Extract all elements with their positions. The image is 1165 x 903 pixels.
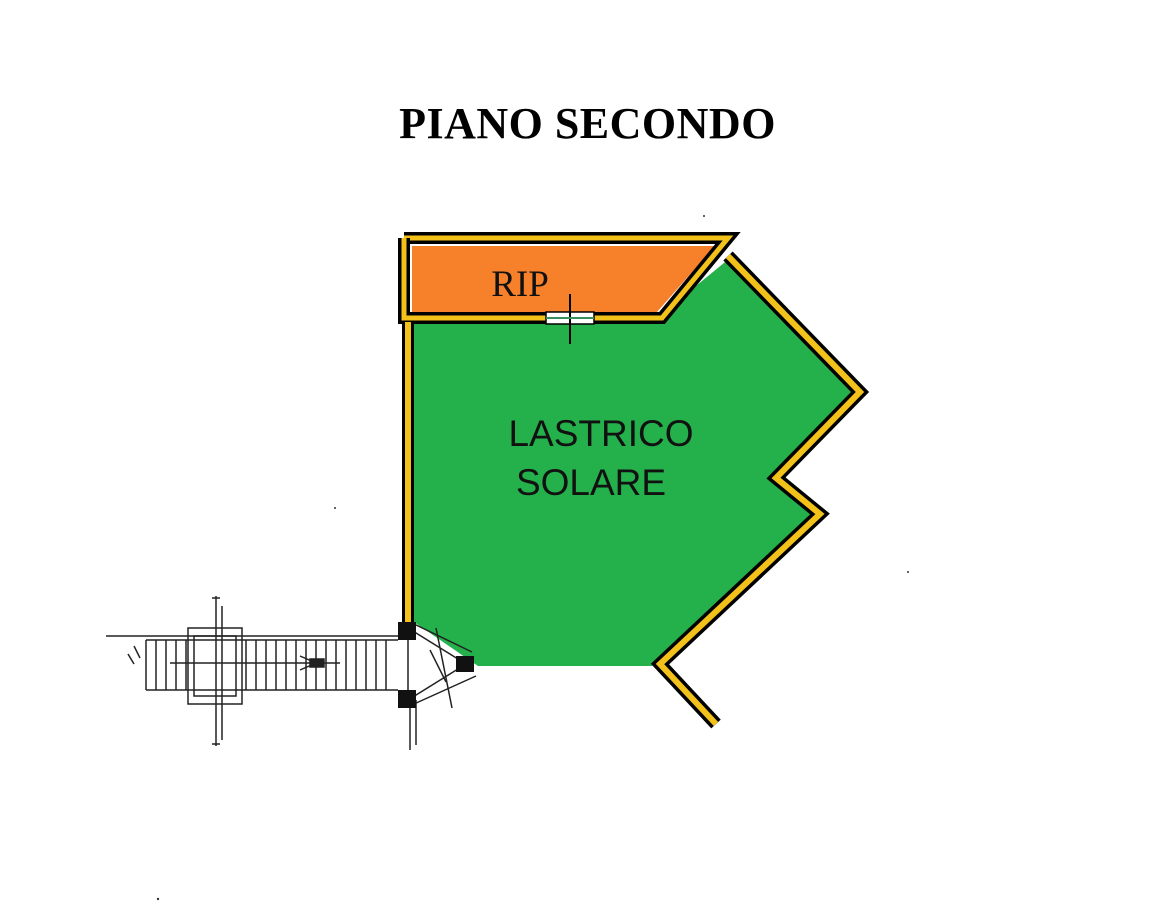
rip-walls [398,232,741,344]
lastrico-label-line1: LASTRICO [508,413,693,454]
lastrico-label-line2: SOLARE [516,462,666,503]
pillar-bottom [398,690,416,708]
rip-label: RIP [491,264,549,305]
staircase [106,596,398,746]
pillar-right [456,656,474,672]
floor-plan-title: PIANO SECONDO [399,99,776,148]
rip-room-area [412,246,715,312]
lastrico-solare-area [414,258,857,666]
terrace-right-parapet [650,251,870,729]
entry-sketch [407,623,477,750]
pillar-top [398,622,416,640]
